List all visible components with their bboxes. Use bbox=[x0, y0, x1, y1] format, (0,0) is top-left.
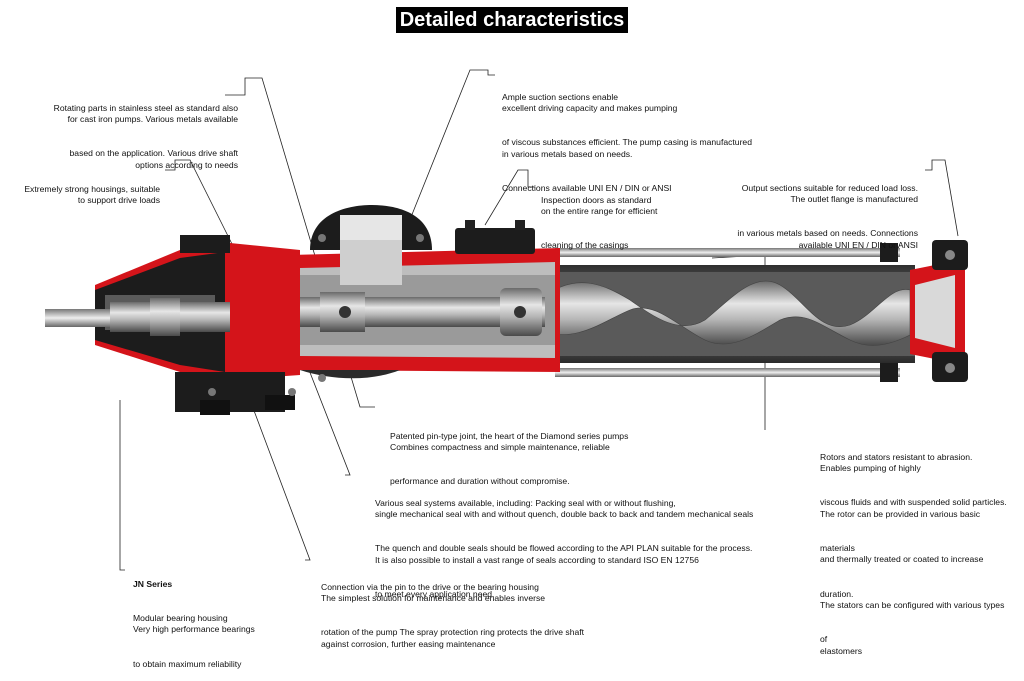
caption-line: Inspection doors as standard bbox=[541, 194, 652, 205]
caption-line: elastomers bbox=[820, 645, 863, 656]
pump-cutaway-illustration bbox=[45, 69, 968, 571]
caption-line: single mechanical seal with and without … bbox=[375, 509, 754, 520]
caption-line: materials bbox=[820, 543, 855, 554]
callout-pin-joint: Patented pin-type joint, the heart of th… bbox=[390, 408, 628, 499]
caption-line: The simplest solution for maintenance an… bbox=[321, 593, 546, 604]
caption-line: based on the application. Various drive … bbox=[69, 148, 238, 159]
callout-seal-systems: Various seal systems available, includin… bbox=[375, 475, 753, 612]
stator bbox=[539, 240, 968, 382]
caption-line: in various metals based on needs. Connec… bbox=[737, 228, 918, 239]
caption-line: options according to needs bbox=[135, 159, 238, 170]
callout-rotating-parts: Rotating parts in stainless steel as sta… bbox=[20, 80, 238, 183]
caption-line: Rotors and stators resistant to abrasion… bbox=[820, 451, 973, 462]
caption-line: and thermally treated or coated to incre… bbox=[820, 554, 984, 565]
drive-shaft bbox=[45, 298, 230, 336]
caption-line: Modular bearing housing bbox=[133, 613, 228, 624]
caption-line: to obtain maximum reliability bbox=[133, 658, 242, 669]
caption-line: Connection via the pin to the drive or t… bbox=[321, 581, 539, 592]
caption-line: Connections available UNI EN / DIN or AN… bbox=[502, 183, 672, 194]
callout-output-sections: Output sections suitable for reduced loa… bbox=[700, 160, 918, 263]
caption-line: The outlet flange is manufactured bbox=[790, 194, 918, 205]
caption-line: cleaning of the casings bbox=[541, 240, 629, 251]
caption-line: of bbox=[820, 634, 828, 645]
caption-line: against corrosion, further easing mainte… bbox=[321, 638, 496, 649]
caption-line: of viscous substances efficient. The pum… bbox=[502, 137, 752, 148]
caption-line: The quench and double seals should be fl… bbox=[375, 543, 753, 554]
caption-line: Rotating parts in stainless steel as sta… bbox=[53, 102, 238, 113]
caption-line: Patented pin-type joint, the heart of th… bbox=[390, 430, 629, 441]
caption-line: Ample suction sections enable bbox=[502, 91, 619, 102]
caption-line: in various metals based on needs. bbox=[502, 148, 633, 159]
caption-line: for cast iron pumps. Various metals avai… bbox=[67, 114, 238, 125]
caption-line: rotation of the pump The spray protectio… bbox=[321, 627, 585, 638]
callout-connection: Connection via the pin to the drive or t… bbox=[321, 559, 584, 662]
caption-line: The rotor can be provided in various bas… bbox=[820, 508, 981, 519]
jn-series-heading: JN Series bbox=[133, 578, 173, 589]
caption-line: It is also possible to install a vast ra… bbox=[375, 554, 699, 565]
caption-line: to support drive loads bbox=[77, 195, 160, 206]
caption-line: Very high performance bearings bbox=[133, 624, 255, 635]
caption-line: Enables pumping of highly bbox=[820, 463, 921, 474]
caption-line: Extremely strong housings, suitable bbox=[24, 183, 160, 194]
caption-line: viscous fluids and with suspended solid … bbox=[820, 497, 1007, 508]
tie-rods bbox=[555, 243, 900, 382]
caption-line: Various seal systems available, includin… bbox=[375, 497, 676, 508]
page-title: Detailed characteristics bbox=[396, 7, 628, 33]
caption-line: on the entire range for efficient bbox=[541, 206, 658, 217]
caption-line: performance and duration without comprom… bbox=[390, 476, 570, 487]
caption-line: duration. bbox=[820, 588, 854, 599]
caption-line: available UNI EN / DIN or ANSI bbox=[798, 239, 918, 250]
callout-rotors-stators: Rotors and stators resistant to abrasion… bbox=[820, 429, 1007, 669]
caption-line: Output sections suitable for reduced loa… bbox=[741, 182, 918, 193]
caption-line: excellent driving capacity and makes pum… bbox=[502, 103, 678, 114]
caption-line: to meet every application need. bbox=[375, 589, 495, 600]
caption-line: Combines compactness and simple maintena… bbox=[390, 442, 610, 453]
caption-line: The stators can be configured with vario… bbox=[820, 600, 1005, 611]
